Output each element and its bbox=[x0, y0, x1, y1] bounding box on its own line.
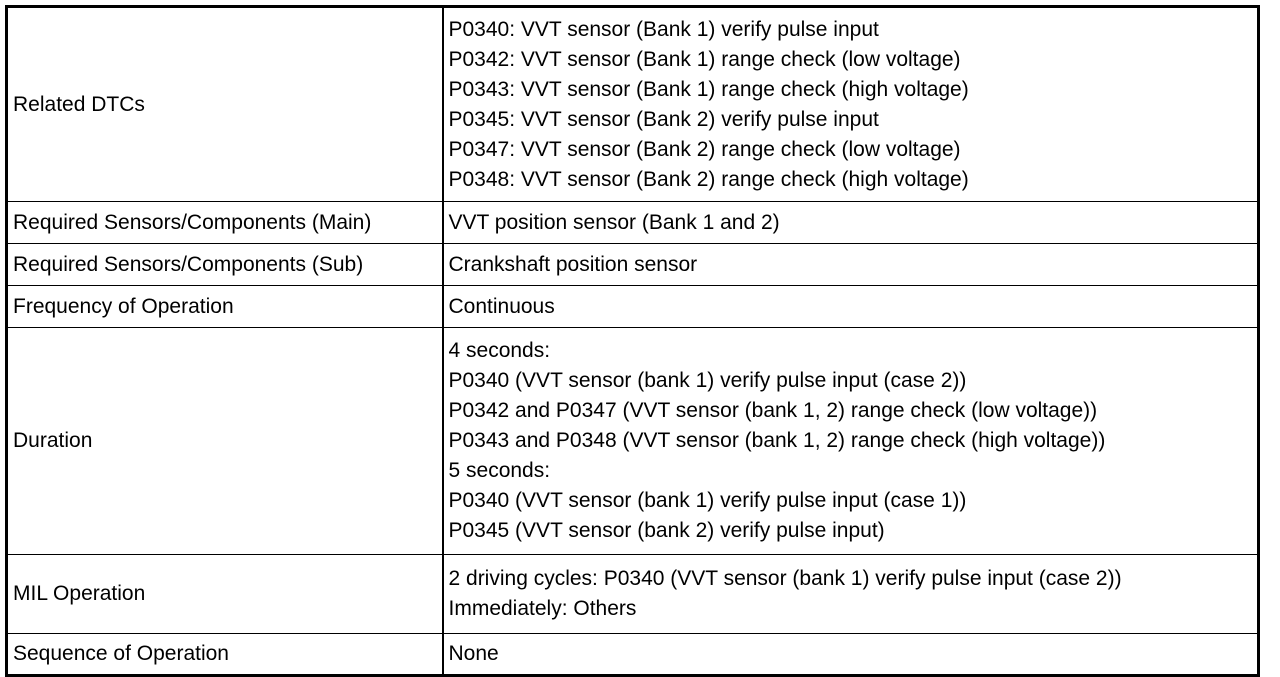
dtc-line: P0345: VVT sensor (Bank 2) verify pulse … bbox=[448, 107, 879, 131]
value-line: Crankshaft position sensor bbox=[448, 252, 698, 276]
dtc-line: P0347: VVT sensor (Bank 2) range check (… bbox=[448, 137, 961, 161]
table-row-required-main: Required Sensors/Components (Main) VVT p… bbox=[6, 201, 1259, 244]
mil-line: 2 driving cycles: P0340 (VVT sensor (ban… bbox=[448, 567, 1122, 590]
dtc-line: P0342: VVT sensor (Bank 1) range check (… bbox=[448, 47, 961, 71]
row-label: Required Sensors/Components (Main) bbox=[6, 201, 444, 244]
dtc-line: P0340: VVT sensor (Bank 1) verify pulse … bbox=[448, 17, 879, 41]
value-line: None bbox=[448, 642, 499, 665]
mil-line: Immediately: Others bbox=[448, 597, 637, 620]
duration-line: P0342 and P0347 (VVT sensor (bank 1, 2) … bbox=[448, 399, 1098, 422]
table-row-frequency: Frequency of Operation Continuous bbox=[6, 285, 1259, 328]
table-row-related-dtcs: Related DTCs P0340: VVT sensor (Bank 1) … bbox=[6, 6, 1259, 202]
row-label: Required Sensors/Components (Sub) bbox=[6, 243, 444, 286]
duration-line: 5 seconds: bbox=[448, 459, 551, 482]
row-value: 4 seconds: P0340 (VVT sensor (bank 1) ve… bbox=[442, 327, 1259, 555]
row-value: Crankshaft position sensor bbox=[442, 243, 1259, 286]
row-label: Frequency of Operation bbox=[6, 285, 444, 328]
row-value: P0340: VVT sensor (Bank 1) verify pulse … bbox=[442, 6, 1259, 202]
duration-line: P0343 and P0348 (VVT sensor (bank 1, 2) … bbox=[448, 429, 1106, 452]
table-row-required-sub: Required Sensors/Components (Sub) Cranks… bbox=[6, 243, 1259, 286]
row-value: Continuous bbox=[442, 285, 1259, 328]
duration-line: P0340 (VVT sensor (bank 1) verify pulse … bbox=[448, 489, 967, 512]
value-line: Continuous bbox=[448, 294, 555, 318]
row-value: 2 driving cycles: P0340 (VVT sensor (ban… bbox=[442, 554, 1259, 634]
table-row-duration: Duration 4 seconds: P0340 (VVT sensor (b… bbox=[6, 327, 1259, 555]
table-row-mil-operation: MIL Operation 2 driving cycles: P0340 (V… bbox=[6, 554, 1259, 634]
row-label: Related DTCs bbox=[6, 6, 444, 202]
value-line: VVT position sensor (Bank 1 and 2) bbox=[448, 210, 780, 234]
table-row-sequence: Sequence of Operation None bbox=[6, 633, 1259, 676]
row-label: MIL Operation bbox=[6, 554, 444, 634]
row-label: Duration bbox=[6, 327, 444, 555]
row-value: VVT position sensor (Bank 1 and 2) bbox=[442, 201, 1259, 244]
row-value: None bbox=[442, 633, 1259, 676]
monitor-info-table: Related DTCs P0340: VVT sensor (Bank 1) … bbox=[5, 5, 1260, 677]
duration-line: 4 seconds: bbox=[448, 339, 551, 362]
dtc-line: P0343: VVT sensor (Bank 1) range check (… bbox=[448, 77, 969, 101]
row-label: Sequence of Operation bbox=[6, 633, 444, 676]
duration-line: P0340 (VVT sensor (bank 1) verify pulse … bbox=[448, 369, 967, 392]
dtc-line: P0348: VVT sensor (Bank 2) range check (… bbox=[448, 167, 969, 191]
duration-line: P0345 (VVT sensor (bank 2) verify pulse … bbox=[448, 519, 885, 542]
